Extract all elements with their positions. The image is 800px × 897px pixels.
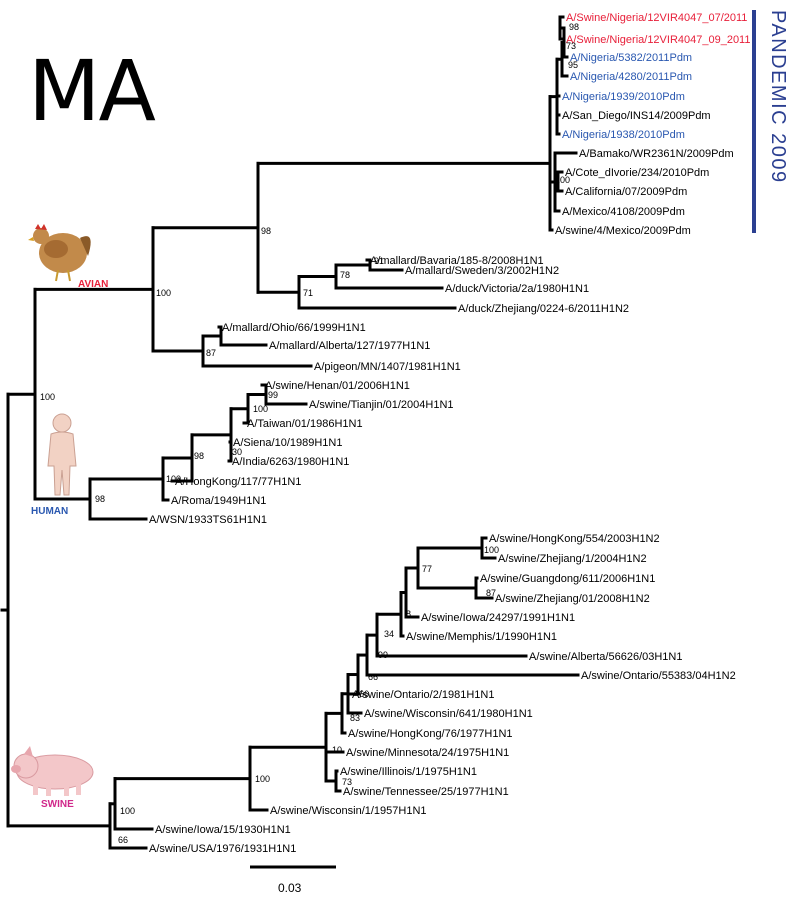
- leaf-label: A/swine/Ontario/55383/04H1N2: [581, 670, 736, 682]
- leaf-label: A/swine/Zhejiang/1/2004H1N2: [498, 553, 647, 565]
- swine-host-label: SWINE: [41, 799, 74, 810]
- bootstrap-value: 34: [384, 629, 394, 639]
- leaf-label: A/swine/Iowa/24297/1991H1N1: [421, 612, 575, 624]
- bootstrap-value: 100: [253, 404, 268, 414]
- bootstrap-value: 100: [255, 774, 270, 784]
- avian-host-label: AVIAN: [78, 279, 108, 290]
- leaf-label: A/swine/Zhejiang/01/2008H1N2: [495, 593, 650, 605]
- bootstrap-values: 9873951009891787110087991003098100100981…: [40, 22, 579, 845]
- human-host-label: HUMAN: [31, 506, 68, 517]
- leaf-label: A/mallard/Ohio/66/1999H1N1: [222, 322, 366, 334]
- bootstrap-value: 95: [568, 60, 578, 70]
- tree-branches: [0, 15, 580, 850]
- bootstrap-value: 91: [374, 256, 384, 266]
- leaf-label: A/India/6263/1980H1N1: [232, 456, 349, 468]
- leaf-label: A/pigeon/MN/1407/1981H1N1: [314, 361, 461, 373]
- leaf-label: A/Nigeria/1939/2010Pdm: [562, 91, 685, 103]
- leaf-label: A/swine/Ontario/2/1981H1N1: [352, 689, 494, 701]
- leaf-label: A/swine/Memphis/1/1990H1N1: [406, 631, 557, 643]
- bootstrap-value: 71: [303, 288, 313, 298]
- bootstrap-value: 99: [378, 650, 388, 660]
- leaf-label: A/swine/Wisconsin/641/1980H1N1: [364, 708, 533, 720]
- leaf-label: A/Taiwan/01/1986H1N1: [247, 418, 363, 430]
- bootstrap-value: 99: [268, 390, 278, 400]
- chicken-icon: [28, 224, 91, 282]
- leaf-label: A/Nigeria/5382/2011Pdm: [570, 52, 692, 64]
- leaf-label: A/mallard/Alberta/127/1977H1N1: [269, 340, 430, 352]
- leaf-label: A/mallard/Sweden/3/2002H1N2: [405, 265, 559, 277]
- bootstrap-value: 100: [484, 545, 499, 555]
- leaf-label: A/swine/HongKong/76/1977H1N1: [348, 728, 513, 740]
- bootstrap-value: 100: [156, 288, 171, 298]
- bootstrap-value: 30: [232, 447, 242, 457]
- bootstrap-value: 100: [120, 806, 135, 816]
- leaf-label: A/swine/Tianjin/01/2004H1N1: [309, 399, 454, 411]
- bootstrap-value: 73: [342, 777, 352, 787]
- bootstrap-value: 100: [40, 392, 55, 402]
- leaf-label: A/Swine/Nigeria/12VIR4047_07/2011: [566, 12, 747, 24]
- panel-label: MA: [28, 42, 155, 140]
- bootstrap-value: 73: [566, 41, 576, 51]
- leaf-label: A/swine/Tennessee/25/1977H1N1: [343, 786, 509, 798]
- leaf-label: A/Siena/10/1989H1N1: [233, 437, 342, 449]
- leaf-label: A/swine/Iowa/15/1930H1N1: [155, 824, 291, 836]
- pig-icon: [11, 746, 94, 796]
- leaf-label: A/Swine/Nigeria/12VIR4047_09_2011: [566, 34, 750, 46]
- leaf-label: A/swine/HongKong/554/2003H1N2: [489, 533, 660, 545]
- leaf-label: A/swine/Alberta/56626/03H1N1: [529, 651, 682, 663]
- bootstrap-value: 77: [422, 564, 432, 574]
- bootstrap-value: 100: [166, 474, 181, 484]
- bootstrap-value: 100: [555, 175, 570, 185]
- bootstrap-value: 78: [340, 270, 350, 280]
- bootstrap-value: 87: [486, 588, 496, 598]
- pandemic-label: PANDEMIC 2009: [767, 10, 789, 184]
- bootstrap-value: 98: [261, 226, 271, 236]
- leaf-label: A/swine/4/Mexico/2009Pdm: [555, 225, 691, 237]
- leaf-label: A/Nigeria/4280/2011Pdm: [570, 71, 692, 83]
- bootstrap-value: 98: [95, 494, 105, 504]
- bootstrap-value: 98: [194, 451, 204, 461]
- leaf-label: A/swine/Henan/01/2006H1N1: [265, 380, 410, 392]
- leaf-label: A/Mexico/4108/2009Pdm: [562, 206, 685, 218]
- scale-bar-label: 0.03: [278, 881, 302, 895]
- leaf-label: A/San_Diego/INS14/2009Pdm: [562, 110, 711, 122]
- leaf-label: A/swine/USA/1976/1931H1N1: [149, 843, 296, 855]
- bootstrap-value: 66: [118, 835, 128, 845]
- leaf-label: A/Nigeria/1938/2010Pdm: [562, 129, 685, 141]
- human-figure-icon: [47, 413, 77, 496]
- bootstrap-value: 8: [406, 609, 411, 619]
- leaf-label: A/Roma/1949H1N1: [171, 495, 266, 507]
- leaf-label: A/Cote_dIvorie/234/2010Pdm: [565, 167, 709, 179]
- leaf-label: A/California/07/2009Pdm: [565, 186, 687, 198]
- leaf-label: A/swine/Wisconsin/1/1957H1N1: [270, 805, 427, 817]
- tree-leaves: A/Swine/Nigeria/12VIR4047_07/2011A/Swine…: [149, 12, 750, 855]
- leaf-label: A/HongKong/117/77H1N1: [175, 476, 301, 488]
- leaf-label: A/duck/Zhejiang/0224-6/2011H1N2: [458, 303, 629, 315]
- bootstrap-value: 98: [569, 22, 579, 32]
- bootstrap-value: 87: [206, 348, 216, 358]
- bootstrap-value: 66: [368, 672, 378, 682]
- leaf-label: A/swine/Guangdong/611/2006H1N1: [480, 573, 655, 585]
- leaf-label: A/mallard/Bavaria/185-8/2008H1N1: [370, 255, 544, 267]
- bootstrap-value: 66: [359, 689, 369, 699]
- leaf-label: A/swine/Illinois/1/1975H1N1: [340, 766, 477, 778]
- leaf-label: A/WSN/1933TS61H1N1: [149, 514, 267, 526]
- leaf-label: A/duck/Victoria/2a/1980H1N1: [445, 283, 589, 295]
- leaf-label: A/Bamako/WR2361N/2009Pdm: [579, 148, 734, 160]
- bootstrap-value: 83: [350, 713, 360, 723]
- bootstrap-value: 10: [332, 745, 342, 755]
- leaf-label: A/swine/Minnesota/24/1975H1N1: [346, 747, 509, 759]
